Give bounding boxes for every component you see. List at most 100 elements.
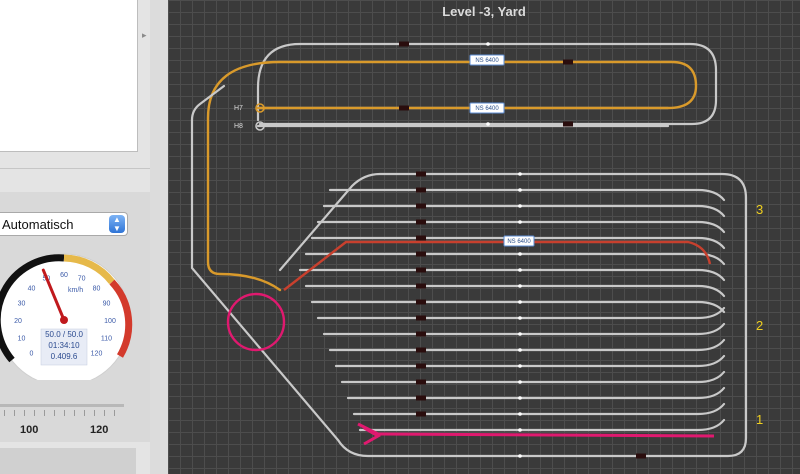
route-red-path [283,240,712,291]
signal-block[interactable] [416,203,426,209]
track-yard-outer[interactable] [190,118,748,458]
scroll-arrow-icon[interactable]: ▸ [142,30,147,40]
track-marker [518,220,522,224]
yard-track[interactable] [340,370,726,384]
yard-tracks[interactable] [298,188,726,432]
svg-text:NS 6400: NS 6400 [475,58,499,64]
yard-track[interactable] [334,354,726,368]
gauge-tick-label: 0 [30,351,34,358]
yard-track[interactable] [316,306,726,320]
track-marker [518,396,522,400]
yard-track[interactable] [298,268,726,282]
gauge-arc-dark [0,254,65,363]
signal-block[interactable] [416,171,426,177]
signal-block[interactable] [416,331,426,337]
slider-label-120: 120 [90,424,109,436]
track-outer-loop[interactable] [256,42,718,126]
signal-block[interactable] [563,121,573,127]
speed-readout: 50.0 / 50.0 [45,330,83,339]
section-label-1: 1 [756,412,763,427]
gauge-tick-label: 70 [78,276,86,283]
yard-track[interactable] [358,418,726,432]
track-marker [518,188,522,192]
track-label-h7: H7 [234,105,243,112]
signal-block[interactable] [416,187,426,193]
signal-block[interactable] [399,41,409,47]
signal-block[interactable] [416,267,426,273]
yard-track[interactable] [322,322,726,336]
signal-block[interactable] [416,347,426,353]
select-stepper-icon[interactable]: ▲▼ [109,215,125,233]
yard-track[interactable] [328,338,726,352]
track-marker [518,348,522,352]
train-tag-upper[interactable]: NS 6400 [469,54,505,66]
time-readout: 01:34:10 [48,341,80,350]
track-marker [518,204,522,208]
yard-track[interactable] [316,220,726,234]
signal-block[interactable] [399,105,409,111]
gauge-tick-label: 90 [103,300,111,307]
svg-text:NS 6400: NS 6400 [475,106,499,112]
track-marker [518,300,522,304]
left-panel: ▸ Automatisch ▲▼ 01020304050607080901001… [0,0,150,474]
yard-track[interactable] [328,188,726,202]
mode-select[interactable]: Automatisch ▲▼ [0,212,128,236]
yard-track[interactable] [352,402,726,416]
section-label-3: 3 [756,202,763,217]
track-left-curve[interactable] [190,84,226,122]
signal-block[interactable] [416,379,426,385]
track-marker [486,42,490,46]
signal-block[interactable] [636,453,646,459]
gauge-tick-label: 60 [60,272,68,279]
distance-readout: 0.409.6 [51,352,78,361]
yard-track[interactable] [310,300,726,314]
signal-block[interactable] [416,283,426,289]
yard-track[interactable] [310,236,726,250]
signal-block[interactable] [416,251,426,257]
signal-block[interactable] [416,411,426,417]
signal-block[interactable] [416,299,426,305]
list-pane[interactable] [0,0,138,152]
track-layout-canvas[interactable]: H7 H8 NS 6400 NS 6400 NS 6400 3 2 1 Leve… [168,0,800,474]
signal-block[interactable] [416,395,426,401]
highlight-circle [226,292,286,352]
yard-track[interactable] [304,252,726,266]
track-end-h7[interactable] [255,103,265,113]
route-pink-arrow-icon [363,426,382,446]
bottom-strip [0,448,136,474]
track-marker [518,332,522,336]
yard-track[interactable] [304,284,726,298]
gauge-tick-label: 100 [104,318,116,325]
needle-hub [60,316,68,324]
gauge-tick-label: 10 [18,336,26,343]
signal-block[interactable] [416,235,426,241]
signal-block[interactable] [563,59,573,65]
signal-block[interactable] [416,219,426,225]
train-tag-red-route[interactable]: NS 6400 [503,235,535,247]
slider-label-100: 100 [20,424,39,436]
gauge-arc-red [109,279,133,358]
track-marker [518,364,522,368]
track-marker [518,172,522,176]
yard-track[interactable] [322,204,726,218]
track-marker [486,122,490,126]
train-tag-middle[interactable]: NS 6400 [469,102,505,114]
speed-slider[interactable] [0,404,124,407]
track-diagram[interactable]: H7 H8 NS 6400 NS 6400 NS 6400 3 2 1 [168,0,800,474]
track-marker [518,428,522,432]
signal-block[interactable] [416,315,426,321]
gauge-tick-label: 30 [18,300,26,307]
track-marker [518,380,522,384]
track-marker [518,412,522,416]
signal-block[interactable] [416,363,426,369]
yard-track[interactable] [346,386,726,400]
gauge-unit: km/h [68,287,83,294]
canvas-title: Level -3, Yard [442,4,526,19]
speedometer-gauge: 0102030405060708090100110120 km/h 50.0 /… [0,253,133,380]
track-marker [518,454,522,458]
signal-blocks [399,41,646,459]
slider-ticks [0,410,124,416]
track-end-h8[interactable] [255,121,265,131]
gauge-arc-yellow [63,254,115,285]
section-label-2: 2 [756,318,763,333]
